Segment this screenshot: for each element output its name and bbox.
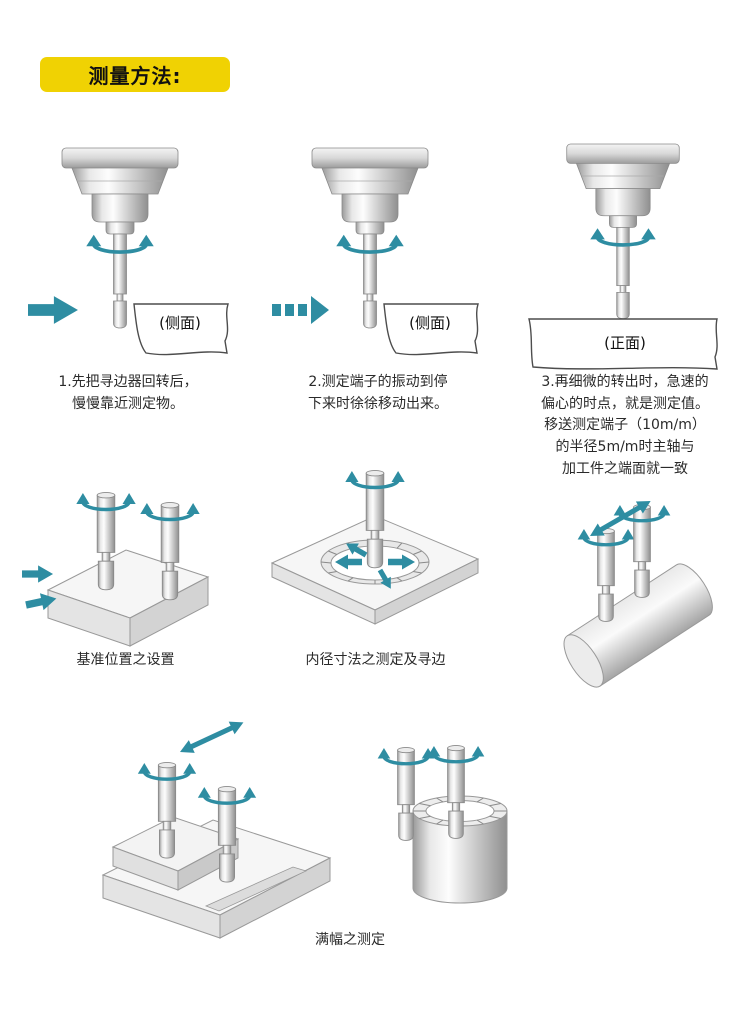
- spindle-edge-finder: [312, 148, 428, 328]
- caption-line: 移送测定端子（10m/m）: [544, 417, 706, 434]
- step-out-dashed-arrow-icon: [272, 296, 329, 324]
- datum-setting-illustration: [22, 450, 210, 647]
- step2-caption: 2.测定端子的振动到停 下来时徐徐移动出来。: [258, 372, 498, 415]
- step2-illustration: (侧面): [272, 138, 479, 356]
- section-title: 测量方法:: [88, 64, 182, 88]
- spindle-edge-finder: [567, 144, 680, 319]
- caption-line: 1.先把寻边器回转后，: [58, 374, 198, 390]
- section-title-badge: 测量方法:: [40, 57, 230, 92]
- slab-groove: [204, 866, 308, 912]
- caption-line: 的半径5m/m时主轴与: [555, 439, 695, 456]
- plate-right-face: [374, 558, 479, 625]
- caption-line: 下来时徐徐移动出来。: [308, 395, 448, 412]
- datum-arrow-icon: [22, 565, 54, 583]
- block-right-face: [129, 576, 209, 647]
- caption-line: 3.再细微的转出时，急速的: [541, 374, 709, 390]
- caption-line: 慢慢靠近测定物。: [72, 395, 184, 412]
- workpiece-front-face: [528, 318, 718, 370]
- workpiece-side-face: [133, 303, 229, 356]
- bore-measure-illustration: [270, 443, 480, 625]
- step1-illustration: (侧面): [28, 138, 229, 356]
- face-label-step1: (侧面): [159, 314, 201, 332]
- caption-line: 2.测定端子的振动到停: [308, 374, 448, 390]
- workpiece-side-face: [383, 303, 479, 356]
- traverse-double-arrow-icon: [177, 716, 246, 758]
- caption-line: 加工件之端面就一致: [562, 460, 688, 477]
- face-label-step2: (侧面): [409, 314, 451, 332]
- step3-caption: 3.再细微的转出时，急速的 偏心的时点，就是测定值。 移送测定端子（10m/m）…: [500, 372, 750, 480]
- full-width-caption: 满幅之测定: [315, 932, 385, 948]
- face-label-step3: (正面): [604, 334, 646, 352]
- caption-line: 偏心的时点，就是测定值。: [541, 395, 709, 412]
- step1-caption: 1.先把寻边器回转后， 慢慢靠近测定物。: [8, 372, 248, 415]
- approach-arrow-icon: [28, 296, 78, 324]
- tube-body: [412, 811, 508, 904]
- full-width-block-illustration: [101, 710, 332, 939]
- cylinder-workpiece: [563, 563, 713, 688]
- cylinder-illustration: [563, 478, 713, 688]
- full-width-tube-illustration: [372, 716, 508, 904]
- spindle-edge-finder: [62, 148, 178, 328]
- step3-illustration: (正面): [528, 138, 718, 370]
- bore-measure-caption: 内径寸法之测定及寻边: [305, 652, 446, 668]
- datum-setting-caption: 基准位置之设置: [76, 652, 175, 668]
